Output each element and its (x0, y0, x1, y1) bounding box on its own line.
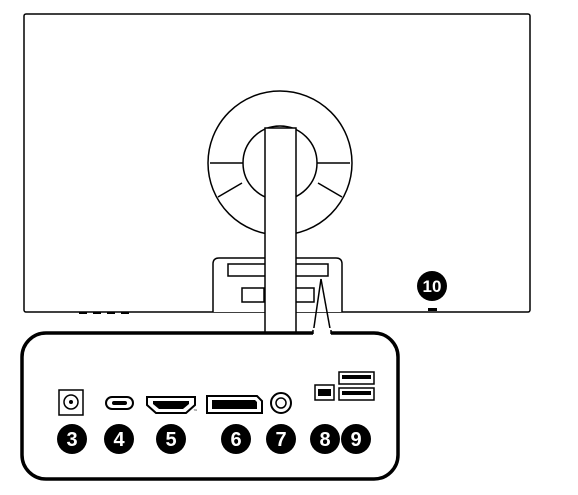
callout-4-label: 4 (113, 429, 125, 451)
callout-7-label: 7 (275, 429, 286, 451)
displayport-icon (206, 395, 263, 414)
callout-5: 5 (156, 424, 186, 454)
hdmi-port-icon: ™ (146, 396, 198, 415)
callout-8: 8 (310, 424, 340, 454)
callout-9-label: 9 (350, 429, 361, 451)
usb-type-a-ports-icon (338, 371, 375, 401)
dc-power-jack-icon (58, 389, 84, 416)
callout-3: 3 (57, 424, 87, 454)
callout-5-label: 5 (165, 429, 176, 451)
audio-jack-icon (270, 392, 292, 414)
callout-10-label: 10 (423, 277, 442, 296)
stand-neck (264, 127, 297, 336)
callout-9: 9 (341, 424, 371, 454)
hdmi-trademark: ™ (193, 409, 198, 415)
usb-type-b-port-icon (314, 384, 335, 401)
usb-type-c-port-icon (105, 396, 134, 410)
callout-3-label: 3 (66, 429, 77, 451)
callout-7: 7 (266, 424, 296, 454)
callout-6: 6 (221, 424, 251, 454)
kensington-lock-slot-icon (428, 308, 437, 311)
callout-4: 4 (104, 424, 134, 454)
zoom-pointer (312, 278, 332, 335)
callout-8-label: 8 (319, 429, 330, 451)
callout-10: 10 (417, 271, 447, 301)
callout-6-label: 6 (230, 429, 241, 451)
